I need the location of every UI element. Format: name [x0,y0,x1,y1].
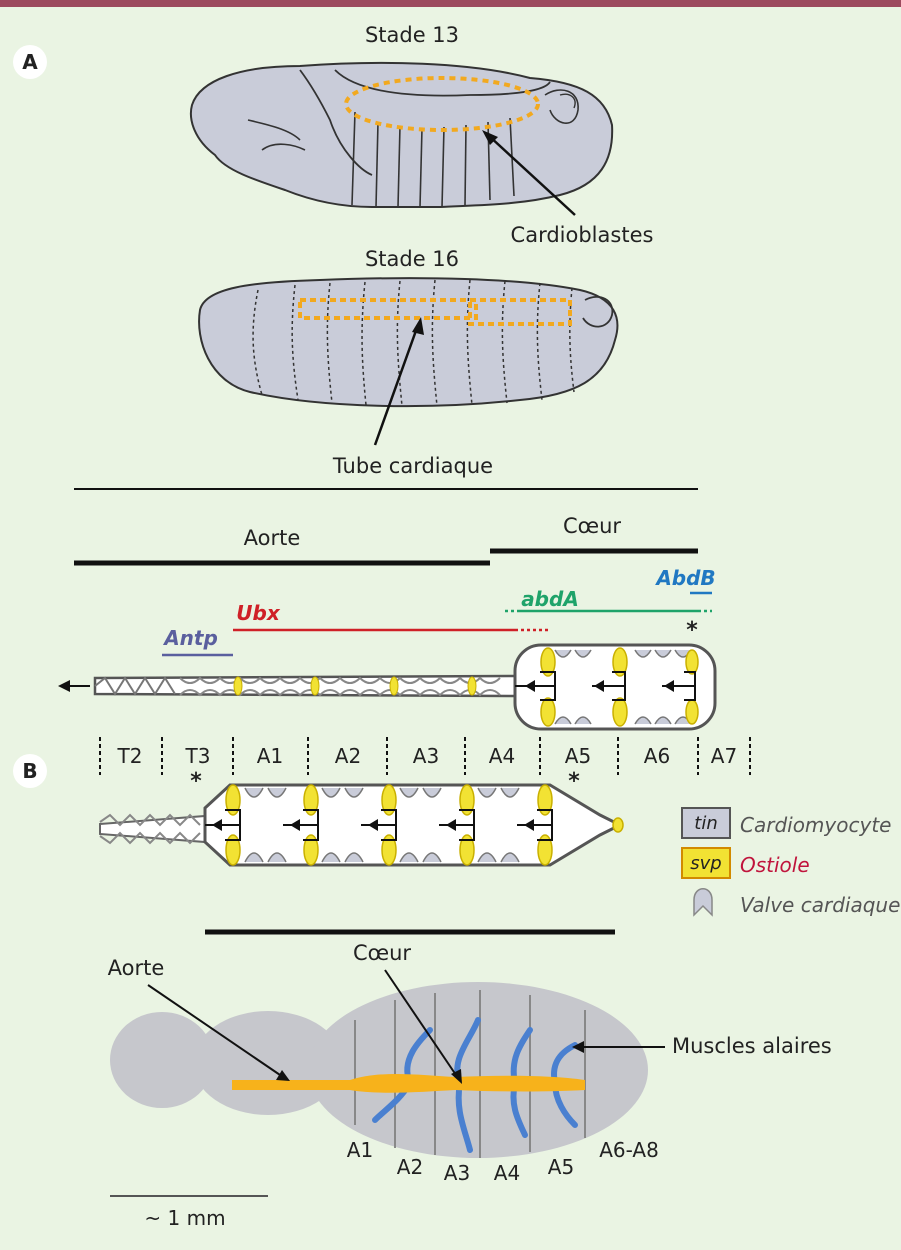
legend-ostiole: Ostiole [740,853,810,877]
asterisk-a5: * [568,769,580,794]
larval-heart-tube [58,643,717,731]
segment-a5: A5 [565,744,591,768]
stage13-cardioblast-dots [344,76,540,132]
adult-aorta-heart [232,1073,585,1093]
segment-a2: A2 [335,744,361,768]
gene-ubx-label: Ubx [236,601,281,625]
legend-cardiomyocyte: Cardiomyocyte [740,813,891,837]
top-accent-bar [0,0,901,7]
adult-heart-tube-schematic [99,783,624,867]
stage16-embryo [198,277,619,408]
adult-segment-a6-a8: A6-A8 [599,1138,659,1162]
legend-tin-text: tin [694,813,717,834]
adult-heart-arrowhead [451,1069,462,1084]
adult-segment-a3: A3 [444,1161,470,1185]
heart-tube-arrowhead [412,317,424,335]
gene-abdb-label: AbdB [654,566,715,590]
stage16-aorta-dots [298,298,478,320]
panel-a-badge [13,45,47,79]
stage13-title: Stade 13 [365,23,459,47]
adult-fly-schematic [110,982,648,1158]
segment-t2: T2 [117,744,143,768]
segment-a4: A4 [489,744,515,768]
adult-heart-label: Cœur [353,941,411,965]
cardioblast-arrow [487,134,576,216]
segment-a6: A6 [644,744,670,768]
legend-svp-swatch [681,847,731,879]
segment-t3: T3 [185,744,211,768]
gene-abda-label: abdA [521,587,579,611]
legend-valve-icon [693,888,713,917]
heart-tube-label: Tube cardiaque [332,454,493,478]
wing-muscles-arrowhead [572,1041,584,1053]
heart-tube-arrow [373,324,420,446]
fly-head [110,1012,214,1108]
cardioblast-label: Cardioblastes [511,223,654,247]
scale-bar-label: ~ 1 mm [144,1206,225,1230]
adult-aorta-arrow [147,984,284,1078]
segment-a1: A1 [257,744,283,768]
stage16-heart-dots [468,298,572,326]
heart-title: Cœur [563,514,621,538]
stage13-embryo [190,61,614,208]
adult-segment-a2: A2 [397,1155,423,1179]
panel-b-badge [13,754,47,788]
adult-aorta-arrowhead [276,1070,290,1081]
panel-a-label: A [22,50,38,74]
gene-antp-label: Antp [162,626,218,650]
fly-abdomen [308,982,648,1158]
adult-segment-a5: A5 [548,1155,574,1179]
asterisk-t3: * [190,769,202,794]
panel-b: Aorte Cœur Antp Ubx abdA AbdB * [13,514,900,935]
legend-valve: Valve cardiaque [740,893,900,917]
outflow-arrowhead [58,680,70,692]
panel-a: A Stade 13 Cardioblastes [13,23,698,490]
segment-a3: A3 [413,744,439,768]
segment-row: T2 T3 A1 A2 A3 A4 A5 A6 A7 * * [99,737,751,794]
adult-heart-arrow [384,969,459,1079]
adult-aorta-label: Aorte [108,956,165,980]
adult-segment-a1: A1 [347,1138,373,1162]
legend-svp-text: svp [690,853,721,874]
segment-a7: A7 [711,744,737,768]
cardioblast-arrowhead [482,130,498,145]
panel-b-label: B [22,759,37,783]
asterisk-a7: * [686,618,698,643]
stage16-title: Stade 16 [365,247,459,271]
wing-muscles-label: Muscles alaires [672,1034,832,1058]
aorta-title: Aorte [244,526,301,550]
legend: tin Cardiomyocyte svp Ostiole Valve card… [681,807,900,917]
legend-tin-swatch [681,807,731,839]
adult-segment-a4: A4 [494,1161,520,1185]
